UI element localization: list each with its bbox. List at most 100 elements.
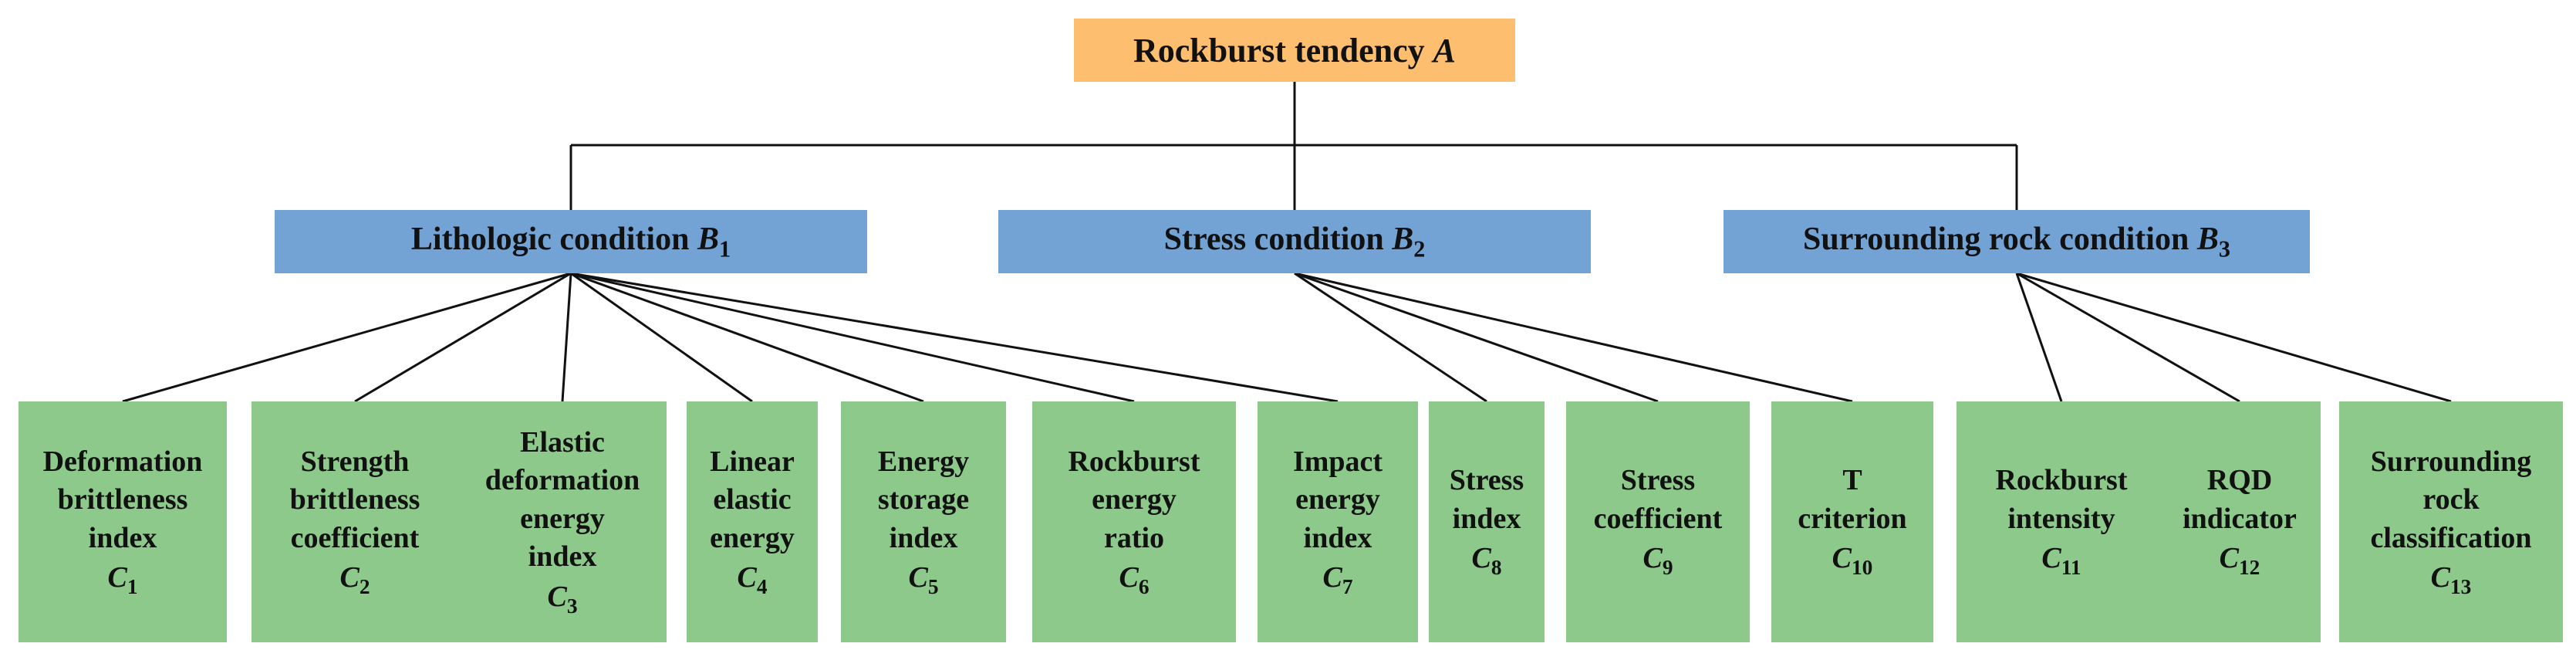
indicator-symbol-subscript: 7 [1342, 574, 1353, 598]
indicator-label-line: index [88, 521, 157, 554]
indicator-symbol-letter: C [1832, 542, 1852, 575]
indicator-link-line [570, 272, 1339, 403]
indicator-link-line [2015, 273, 2063, 402]
indicator-label-line: index [889, 521, 958, 554]
indicator-label-line: Impact [1292, 445, 1383, 478]
indicator-label-line: deformation [484, 464, 640, 497]
indicator-link-line [1294, 272, 1487, 403]
indicator-symbol-subscript: 10 [1852, 555, 1873, 579]
indicator-label-line: RQD [2206, 464, 2273, 497]
criterion-label-text: Stress condition [1163, 221, 1393, 257]
indicator-label-line: Surrounding [2370, 445, 2532, 478]
indicator-symbol: C2 [339, 559, 370, 601]
indicator-label-line: brittleness [57, 483, 188, 516]
indicator-link-line [570, 272, 1135, 403]
indicator-symbol-subscript: 12 [2239, 555, 2260, 579]
criterion-symbol: B [697, 221, 719, 257]
indicator-symbol-subscript: 9 [1662, 555, 1673, 579]
indicator-symbol-subscript: 3 [566, 594, 578, 618]
indicator-symbol: C1 [107, 559, 137, 601]
indicator-symbol: C3 [547, 578, 577, 620]
indicator-link-line [2016, 272, 2452, 403]
indicator-symbol: C4 [737, 559, 767, 601]
criterion-label: Surrounding rock condition B3 [1803, 221, 2230, 263]
criterion-label-text: Lithologic condition [410, 221, 697, 257]
indicator-label-line: rock [2422, 483, 2480, 516]
indicator-link-line [354, 272, 572, 403]
indicator-symbol: C11 [2041, 540, 2081, 581]
criterion-symbol: B [1392, 221, 1414, 257]
indicator-symbol-subscript: 6 [1138, 574, 1150, 598]
indicator-label-line: indicator [2183, 502, 2297, 535]
indicator-symbol: C10 [1832, 540, 1873, 581]
indicator-label-line: intensity [2007, 502, 2115, 535]
indicator-link-line [2016, 272, 2240, 403]
indicator-link-line [570, 272, 753, 403]
indicator-label-line: storage [877, 483, 970, 516]
indicator-label-line: index [528, 540, 597, 574]
indicator-label-line: energy [520, 502, 605, 535]
indicator-symbol-subscript: 4 [756, 574, 768, 598]
indicator-label-line: Rockburst [1995, 464, 2128, 497]
criterion-label-text: Surrounding rock condition [1803, 221, 2197, 257]
indicator-symbol: C5 [908, 559, 938, 601]
indicator-symbol: C7 [1322, 559, 1352, 601]
indicator-symbol: C9 [1642, 540, 1673, 581]
indicator-label-line: coefficient [290, 521, 420, 554]
goal-node: Rockburst tendency A [1074, 19, 1515, 82]
indicator-label-line: classification [2370, 521, 2532, 554]
indicator-label-line: ratio [1103, 521, 1165, 554]
indicator-symbol-letter: C [908, 560, 928, 594]
criterion-node-b2: Stress condition B2 [998, 210, 1591, 273]
indicator-symbol-letter: C [2219, 542, 2239, 575]
indicator-symbol-letter: C [2430, 560, 2450, 594]
indicator-label-line: Deformation [42, 445, 203, 478]
indicator-label-line: elastic [713, 483, 792, 516]
criterion-subscript: 2 [1413, 235, 1426, 262]
indicator-symbol-letter: C [547, 580, 567, 613]
indicator-symbol: C13 [2431, 559, 2472, 601]
indicator-symbol: C6 [1119, 559, 1149, 601]
indicator-link-line [122, 272, 572, 403]
criterion-node-b3: Surrounding rock condition B3 [1724, 210, 2310, 273]
indicator-label-line: energy [1092, 483, 1177, 516]
criterion-node-b1: Lithologic condition B1 [275, 210, 867, 273]
indicator-label-line: Energy [877, 445, 970, 478]
goal-label: Rockburst tendency [1133, 31, 1433, 69]
indicator-label-line: criterion [1798, 502, 1907, 535]
indicator-label-line: brittleness [289, 483, 420, 516]
criterion-symbol: B [2196, 221, 2219, 257]
criterion-subscript: 3 [2218, 235, 2230, 262]
indicator-label-line: energy [710, 521, 795, 554]
indicator-label-line: index [1303, 521, 1372, 554]
indicator-label-line: Elastic [520, 426, 605, 459]
indicator-symbol-letter: C [1642, 542, 1663, 575]
indicator-symbol-letter: C [107, 560, 127, 594]
indicator-link-line [1294, 272, 1659, 403]
indicator-label-line: T [1842, 464, 1862, 497]
indicator-label-line: Stress [1620, 464, 1696, 497]
criterion-label: Lithologic condition B1 [411, 221, 731, 263]
indicator-symbol-letter: C [1119, 560, 1139, 594]
indicator-label-line: Strength [300, 445, 410, 478]
indicator-symbol: C8 [1471, 540, 1501, 581]
indicator-symbol-letter: C [1322, 560, 1342, 594]
indicator-symbol-subscript: 11 [2061, 555, 2081, 579]
indicator-symbol: C12 [2220, 540, 2260, 581]
indicator-label-line: coefficient [1593, 502, 1723, 535]
indicator-symbol-letter: C [737, 560, 757, 594]
indicator-symbol-subscript: 2 [359, 574, 370, 598]
